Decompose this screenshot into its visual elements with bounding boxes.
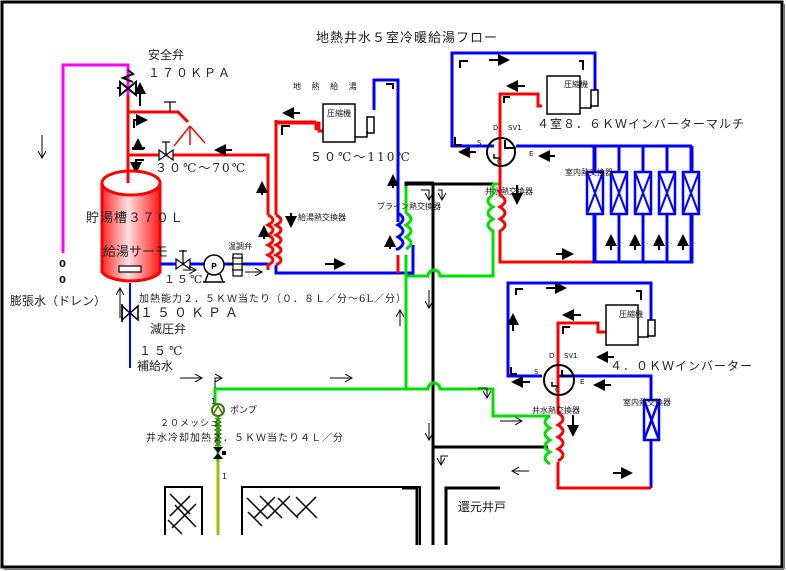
pump-num-label: 1 [211,397,216,406]
multi-valve-e: E [529,150,533,158]
brine-exchanger [395,181,434,273]
indoor-unit-single [642,398,661,442]
inlet-temp-label: １５℃ [164,273,204,286]
indoor-unit-5 [677,146,701,262]
single-valve-sv1: SV1 [564,352,578,360]
tank-temp-label: ３０℃〜70℃ [155,161,247,175]
mixing-valve-label: 温調弁 [228,241,252,251]
hp-accumulator-icon [366,116,375,134]
hp-corner-arrow-2 [386,83,394,89]
return-well-pipe [402,182,548,545]
single-flow-arrows [507,282,642,479]
storage-tank [100,169,162,283]
heating-capacity-label: 加熱能力２．５ＫＷ当たり（０．８Ｌ／分〜6L／分） [139,292,407,305]
safety-pressure-label: １７０ＫＰＡ [148,66,232,80]
indoor-unit-4 [653,146,677,262]
brine-exchanger-label: ブライン熱交換器 [377,201,441,211]
multi-valve-sv1: SV1 [508,124,522,132]
mesh-label: ２０メッシュ [160,419,220,429]
reducing-valve-label: 減圧弁 [150,321,186,336]
circulation-pump-icon [203,254,225,283]
return-well-arrows [421,189,529,471]
gate-valve-icon [158,141,174,162]
single-indoor-exchanger-label: 室内熱交換器 [623,397,671,407]
shower-head-icon [173,125,206,147]
check-valve-icon [213,447,226,459]
diagram-title: 地熱井水５室冷暖給湯フロー [316,30,498,46]
drain-zero-1: 0 [59,259,66,270]
upper-well-exchanger [486,186,507,276]
well-structure [241,486,421,545]
single-valve-c: C [555,386,560,394]
single-unit-label: ４．０ＫＷインバーター [610,359,753,373]
tank-label: 貯湯槽３７０Ｌ [86,211,184,226]
multi-compressor [546,75,581,115]
indoor-units-multi [585,146,701,264]
hp-compressor-label: 圧縮機 [327,108,351,118]
single-accumulator-icon [647,319,656,337]
multi-four-way-valve-icon [486,137,516,167]
upper-well-exchanger-label: 井水熱交換器 [485,186,533,196]
outlet-valve-icon [175,250,191,271]
single-valve-d: D [549,352,554,360]
well-cooling-label: 井水冷却加熱２．５ＫＷ当たり４Ｌ／分 [146,431,344,444]
pump-p-label: P [211,262,217,271]
lower-well-exchanger [502,411,565,466]
indoor-unit-1 [585,146,605,262]
reducing-pressure-label: １５０ＫＰＡ [140,306,242,321]
pump-num-label-2: 1 [222,472,227,481]
multi-valve-c: C [497,158,502,166]
hot-water-exchanger [264,213,415,275]
single-valve-e: E [580,378,584,386]
thermostat-sensor-icon [118,265,142,273]
indoor-unit-3 [629,146,653,262]
multi-indoor-exchanger-label: 室内熱交換器 [565,167,613,177]
strainer-icon [213,417,223,447]
makeup-water-label: 補給水 [137,359,173,373]
safety-valve-label: 安全弁 [148,47,184,62]
hp-temp-label: ５０℃〜110℃ [310,150,412,164]
thermostat-label: 給湯サーモ [103,245,168,260]
multi-compressor-label: 圧縮機 [564,79,588,89]
return-well-label: 還元井戸 [458,500,506,514]
single-valve-s: S [534,368,539,376]
multi-accumulator-icon [590,89,599,107]
hp-compressor [322,103,356,143]
indoor-unit-2 [605,146,629,262]
supply-well [164,486,203,535]
makeup-temp-label: １５℃ [139,344,185,358]
mixing-valve-icon [229,253,246,277]
lower-well-exchanger-label: 井水熱交換器 [532,405,580,415]
hp-corner-arrow-1 [281,125,290,135]
pump-label: ポンプ [230,405,257,416]
well-pump-icon [211,403,225,417]
single-compressor-label: 圧縮機 [619,309,643,319]
multi-flow-arrows [454,54,584,260]
geo-hot-water-label: 地 熱 給 湯 [293,81,361,91]
geo-hp-loop [274,78,400,213]
drain-label: 膨張水（ドレン） [10,294,106,308]
hot-corner-arrow-1 [133,114,148,128]
faucet-icon [164,101,176,112]
multi-valve-s: S [477,139,482,147]
multi-unit-label: ４室８．６ＫＷインバーターマルチ [537,116,745,131]
single-compressor [605,304,639,346]
hw-exchanger-label: 給湯熱交換器 [298,212,346,222]
brine-loop [213,182,502,418]
drain-zero-2: 0 [59,275,66,286]
single-four-way-valve-icon [543,364,575,396]
reducing-valve-icon [121,304,139,322]
hot-corner-arrow-3 [130,159,144,174]
multi-valve-d: D [493,124,498,132]
